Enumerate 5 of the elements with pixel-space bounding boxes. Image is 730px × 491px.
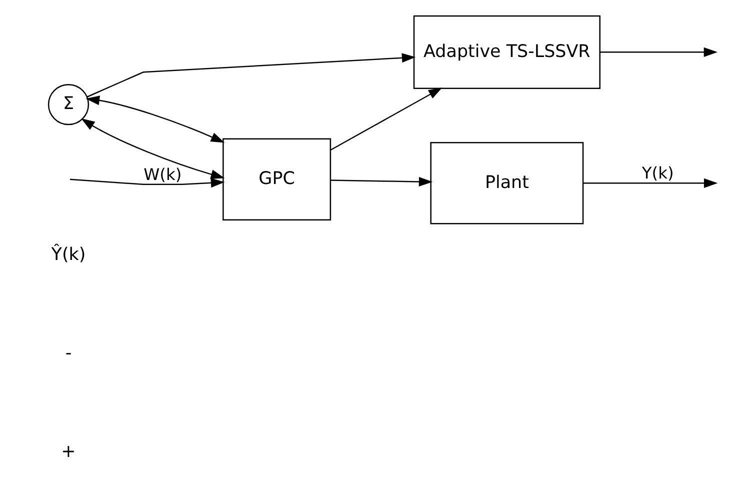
edge-label: Y(k) [641,164,674,183]
label: Ŷ(k) [50,245,86,266]
label: + [60,442,76,462]
edge-label: W(k) [143,164,182,184]
label: - [64,344,72,364]
